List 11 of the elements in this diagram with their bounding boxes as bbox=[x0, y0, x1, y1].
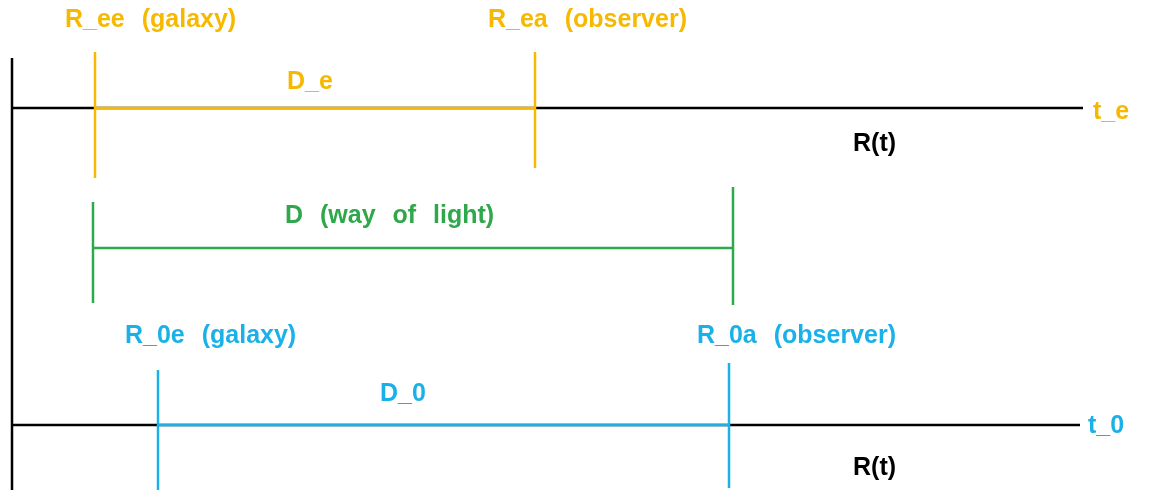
axis-label: R(t) bbox=[853, 452, 897, 480]
axis-label: D_0 bbox=[380, 378, 426, 406]
axis-label: D_e bbox=[287, 66, 333, 94]
axis-label: R_0a (observer) bbox=[697, 320, 896, 348]
axis-label: R_ee (galaxy) bbox=[65, 4, 237, 32]
axis-label: t_e bbox=[1093, 96, 1130, 124]
axis-label: D (way of light) bbox=[285, 200, 495, 228]
axis-label: R(t) bbox=[853, 128, 897, 156]
axis-label: R_0e (galaxy) bbox=[125, 320, 297, 348]
axis-label: R_ea (observer) bbox=[488, 4, 687, 32]
axis-label: t_0 bbox=[1088, 410, 1125, 438]
